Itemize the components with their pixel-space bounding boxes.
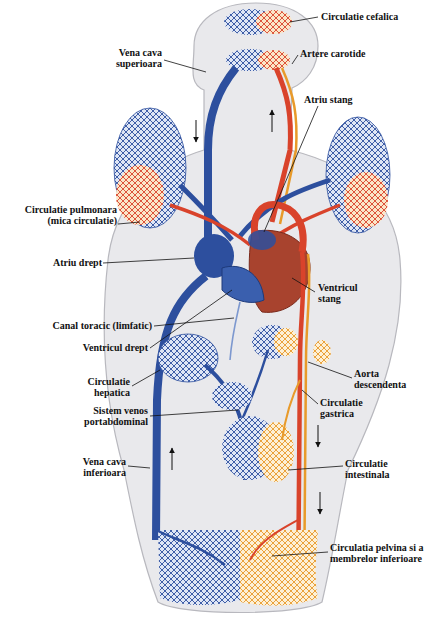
part-label: Artere carotide (300, 48, 390, 59)
part-label: Atriu drept (42, 257, 102, 268)
part-label: Circulatie pulmonara (mica circulatie) (20, 204, 117, 226)
leader-line (164, 60, 206, 72)
lung (116, 165, 164, 225)
intestinal-capillary (212, 382, 252, 410)
part-label: Circulatia pelvina si a membrelor inferi… (330, 542, 430, 564)
iliac-vein (156, 530, 225, 565)
leader-line (308, 362, 352, 378)
mesenteric-artery (282, 380, 300, 440)
part-label: Canal toracic (limfatic) (28, 320, 152, 331)
flow-arrow (318, 425, 319, 447)
part-label: Vena cava superioara (100, 47, 162, 69)
lung (344, 172, 388, 228)
part-label: Vena cava inferioara (74, 456, 126, 478)
vena-cava-superior (208, 68, 236, 240)
lung (326, 117, 390, 233)
body-outline (104, 3, 401, 613)
part-label: Circulatie cefalica (321, 11, 421, 22)
leader-line (288, 466, 343, 470)
head-capillary (256, 10, 292, 34)
flow-arrow (196, 120, 197, 142)
pelvic-capillary (158, 530, 240, 605)
leader-line (154, 318, 234, 326)
lung (114, 108, 186, 228)
leader-line (103, 258, 194, 263)
leader-line (290, 17, 318, 22)
head-capillary (258, 50, 290, 70)
part-label: Aorta descendenta (354, 368, 416, 390)
part-label: Atriu stang (304, 94, 374, 105)
part-label: Ventricul drept (62, 342, 148, 353)
leader-line (264, 106, 318, 232)
vena-cava-inferior (156, 276, 206, 540)
flow-arrow (320, 492, 321, 514)
part-label: Circulatie hepatica (72, 376, 130, 398)
leader-line (292, 55, 298, 64)
part-label: Circulatie gastrica (320, 397, 380, 419)
leader-line (272, 552, 328, 556)
right-ventricle (222, 266, 264, 302)
leader-line (128, 466, 150, 468)
leader-line (132, 370, 160, 386)
gastric-capillary (274, 328, 298, 356)
left-atrium (248, 230, 276, 250)
leader-line (150, 290, 232, 348)
leader-line (150, 410, 238, 416)
leader-line (118, 222, 140, 224)
part-label: Sistem venos portabdominal (76, 405, 148, 427)
iliac-artery (250, 520, 298, 560)
leader-line (302, 390, 318, 404)
leader-line (292, 278, 315, 292)
part-label: Ventricul stang (318, 282, 368, 304)
hepatic-capillary (158, 334, 218, 382)
part-label: Circulatie intestinala (345, 458, 407, 480)
portal-vein (242, 350, 268, 420)
flow-arrow (272, 110, 273, 132)
gastric-capillary (313, 340, 331, 364)
pelvic-capillary (240, 530, 318, 606)
flow-arrow (172, 448, 173, 470)
intestinal-capillary (258, 422, 294, 482)
thoracic-duct (230, 302, 240, 360)
